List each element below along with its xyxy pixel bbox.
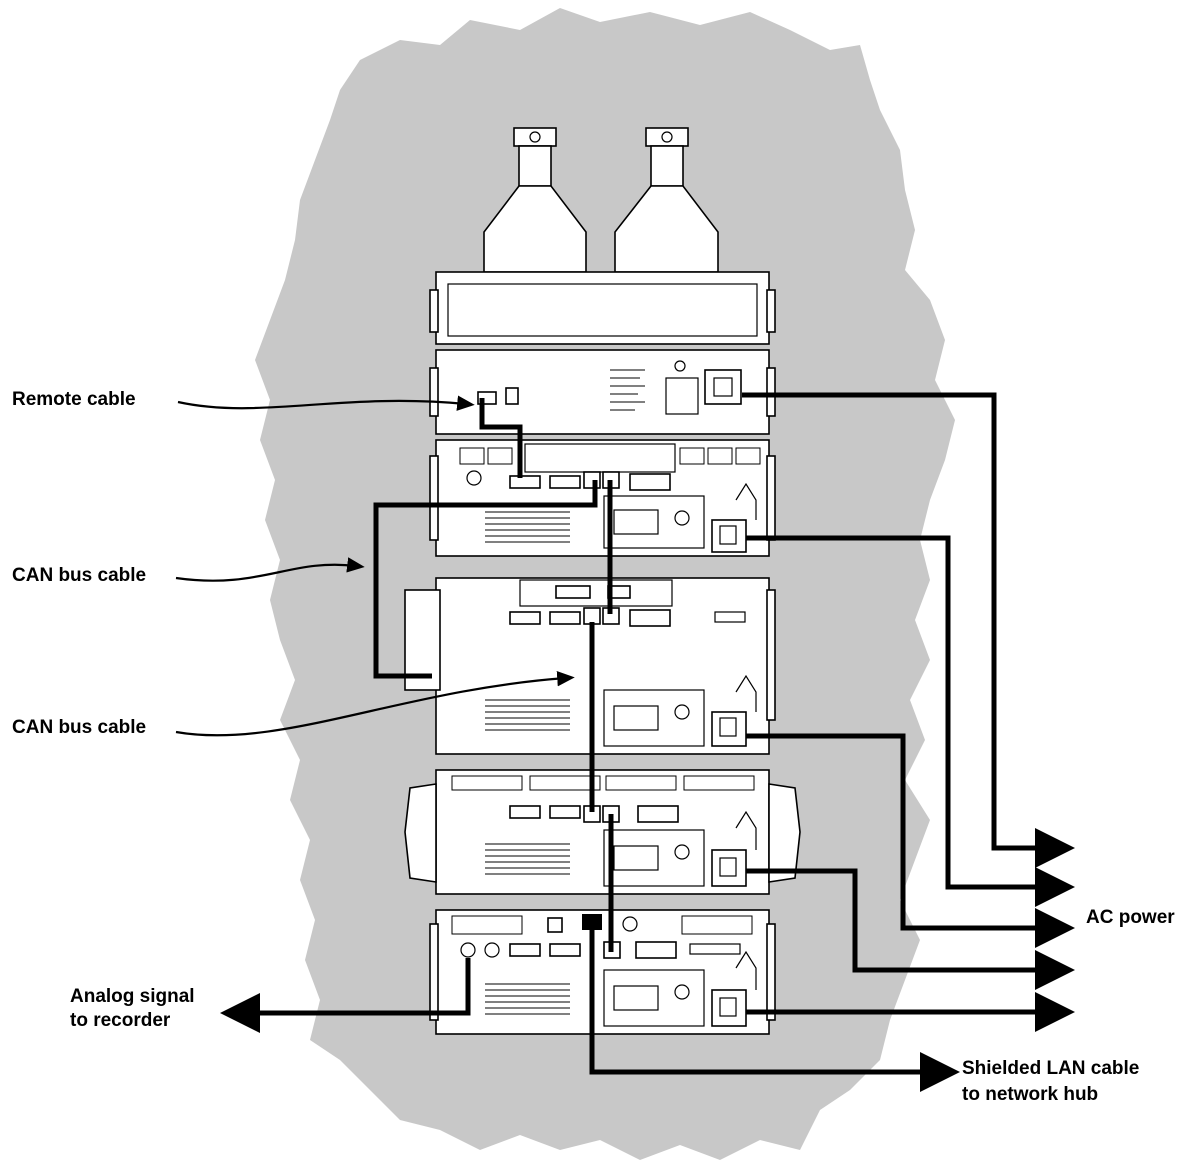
cables: [220, 392, 1075, 1092]
can-bus-cable-2-label: CAN bus cable: [12, 717, 146, 738]
can-bus-cable-upper: [373, 480, 598, 679]
power-socket-icon: [704, 369, 742, 405]
ac-power-cable-4: [746, 868, 1075, 990]
module-autosampler: [404, 577, 776, 755]
ac-power-label: AC power: [1086, 907, 1175, 928]
remote-cable: [479, 398, 523, 478]
analog-output-icon: [460, 942, 476, 958]
can-bus-cable-2-pointer: [175, 670, 575, 737]
remote-cable-label: Remote cable: [12, 389, 136, 410]
power-socket-icon: [711, 989, 747, 1027]
can-bus-cable-1-pointer: [175, 557, 365, 582]
module-detector: [429, 909, 776, 1035]
lan-cable-label-line1: Shielded LAN cable: [962, 1058, 1139, 1079]
power-socket-icon: [711, 849, 747, 887]
analog-signal-label-line2: to recorder: [70, 1010, 171, 1031]
ac-power-cable-1: [742, 392, 1075, 868]
can-bus-cable-1-label: CAN bus cable: [12, 565, 146, 586]
solvent-cabinet: [429, 271, 776, 345]
module-degasser: [429, 349, 776, 435]
can-port-icon: [583, 471, 601, 489]
power-socket-icon: [711, 519, 747, 553]
lan-cable: [589, 922, 960, 1092]
analog-signal-cable: [220, 958, 471, 1033]
power-socket-icon: [711, 711, 747, 747]
ac-power-cable-3: [746, 733, 1075, 948]
module-pump: [429, 439, 776, 557]
analog-signal-label-line1: Analog signal: [70, 986, 195, 1007]
remote-cable-pointer: [177, 395, 475, 411]
module-column-compartment: [404, 769, 801, 895]
lan-cable-label-line2: to network hub: [962, 1084, 1098, 1105]
ac-power-cable-2: [746, 535, 1075, 907]
solvent-bottle-right: [614, 127, 719, 273]
can-port-icon: [583, 607, 601, 625]
